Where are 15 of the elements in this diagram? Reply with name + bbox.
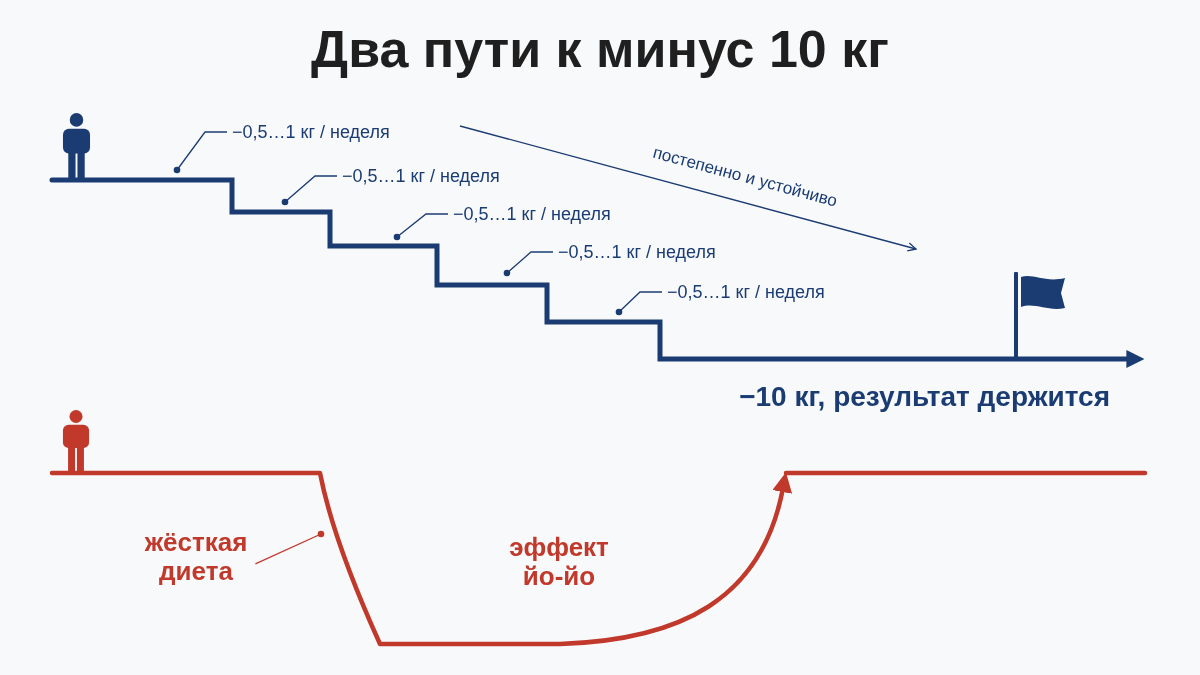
leader-line: [254, 530, 325, 565]
title: Два пути к минус 10 кг: [311, 20, 889, 80]
leader-line: [173, 131, 228, 174]
annotation-label: −0,5…1 кг / неделя: [558, 241, 716, 263]
annotation-label: −0,5…1 кг / неделя: [453, 203, 611, 225]
annotation-label: −0,5…1 кг / неделя: [667, 281, 825, 303]
leader-line: [393, 213, 449, 241]
curve-label: эффект йо-йо: [508, 533, 610, 591]
annotation-label: −0,5…1 кг / неделя: [232, 121, 390, 143]
result-caption: −10 кг, результат держится: [739, 380, 1110, 414]
annotation-label: жёсткая диета: [144, 528, 248, 586]
leader-line: [503, 251, 554, 277]
leader-line: [615, 291, 663, 316]
leader-line: [281, 175, 338, 206]
annotation-label: −0,5…1 кг / неделя: [342, 165, 500, 187]
